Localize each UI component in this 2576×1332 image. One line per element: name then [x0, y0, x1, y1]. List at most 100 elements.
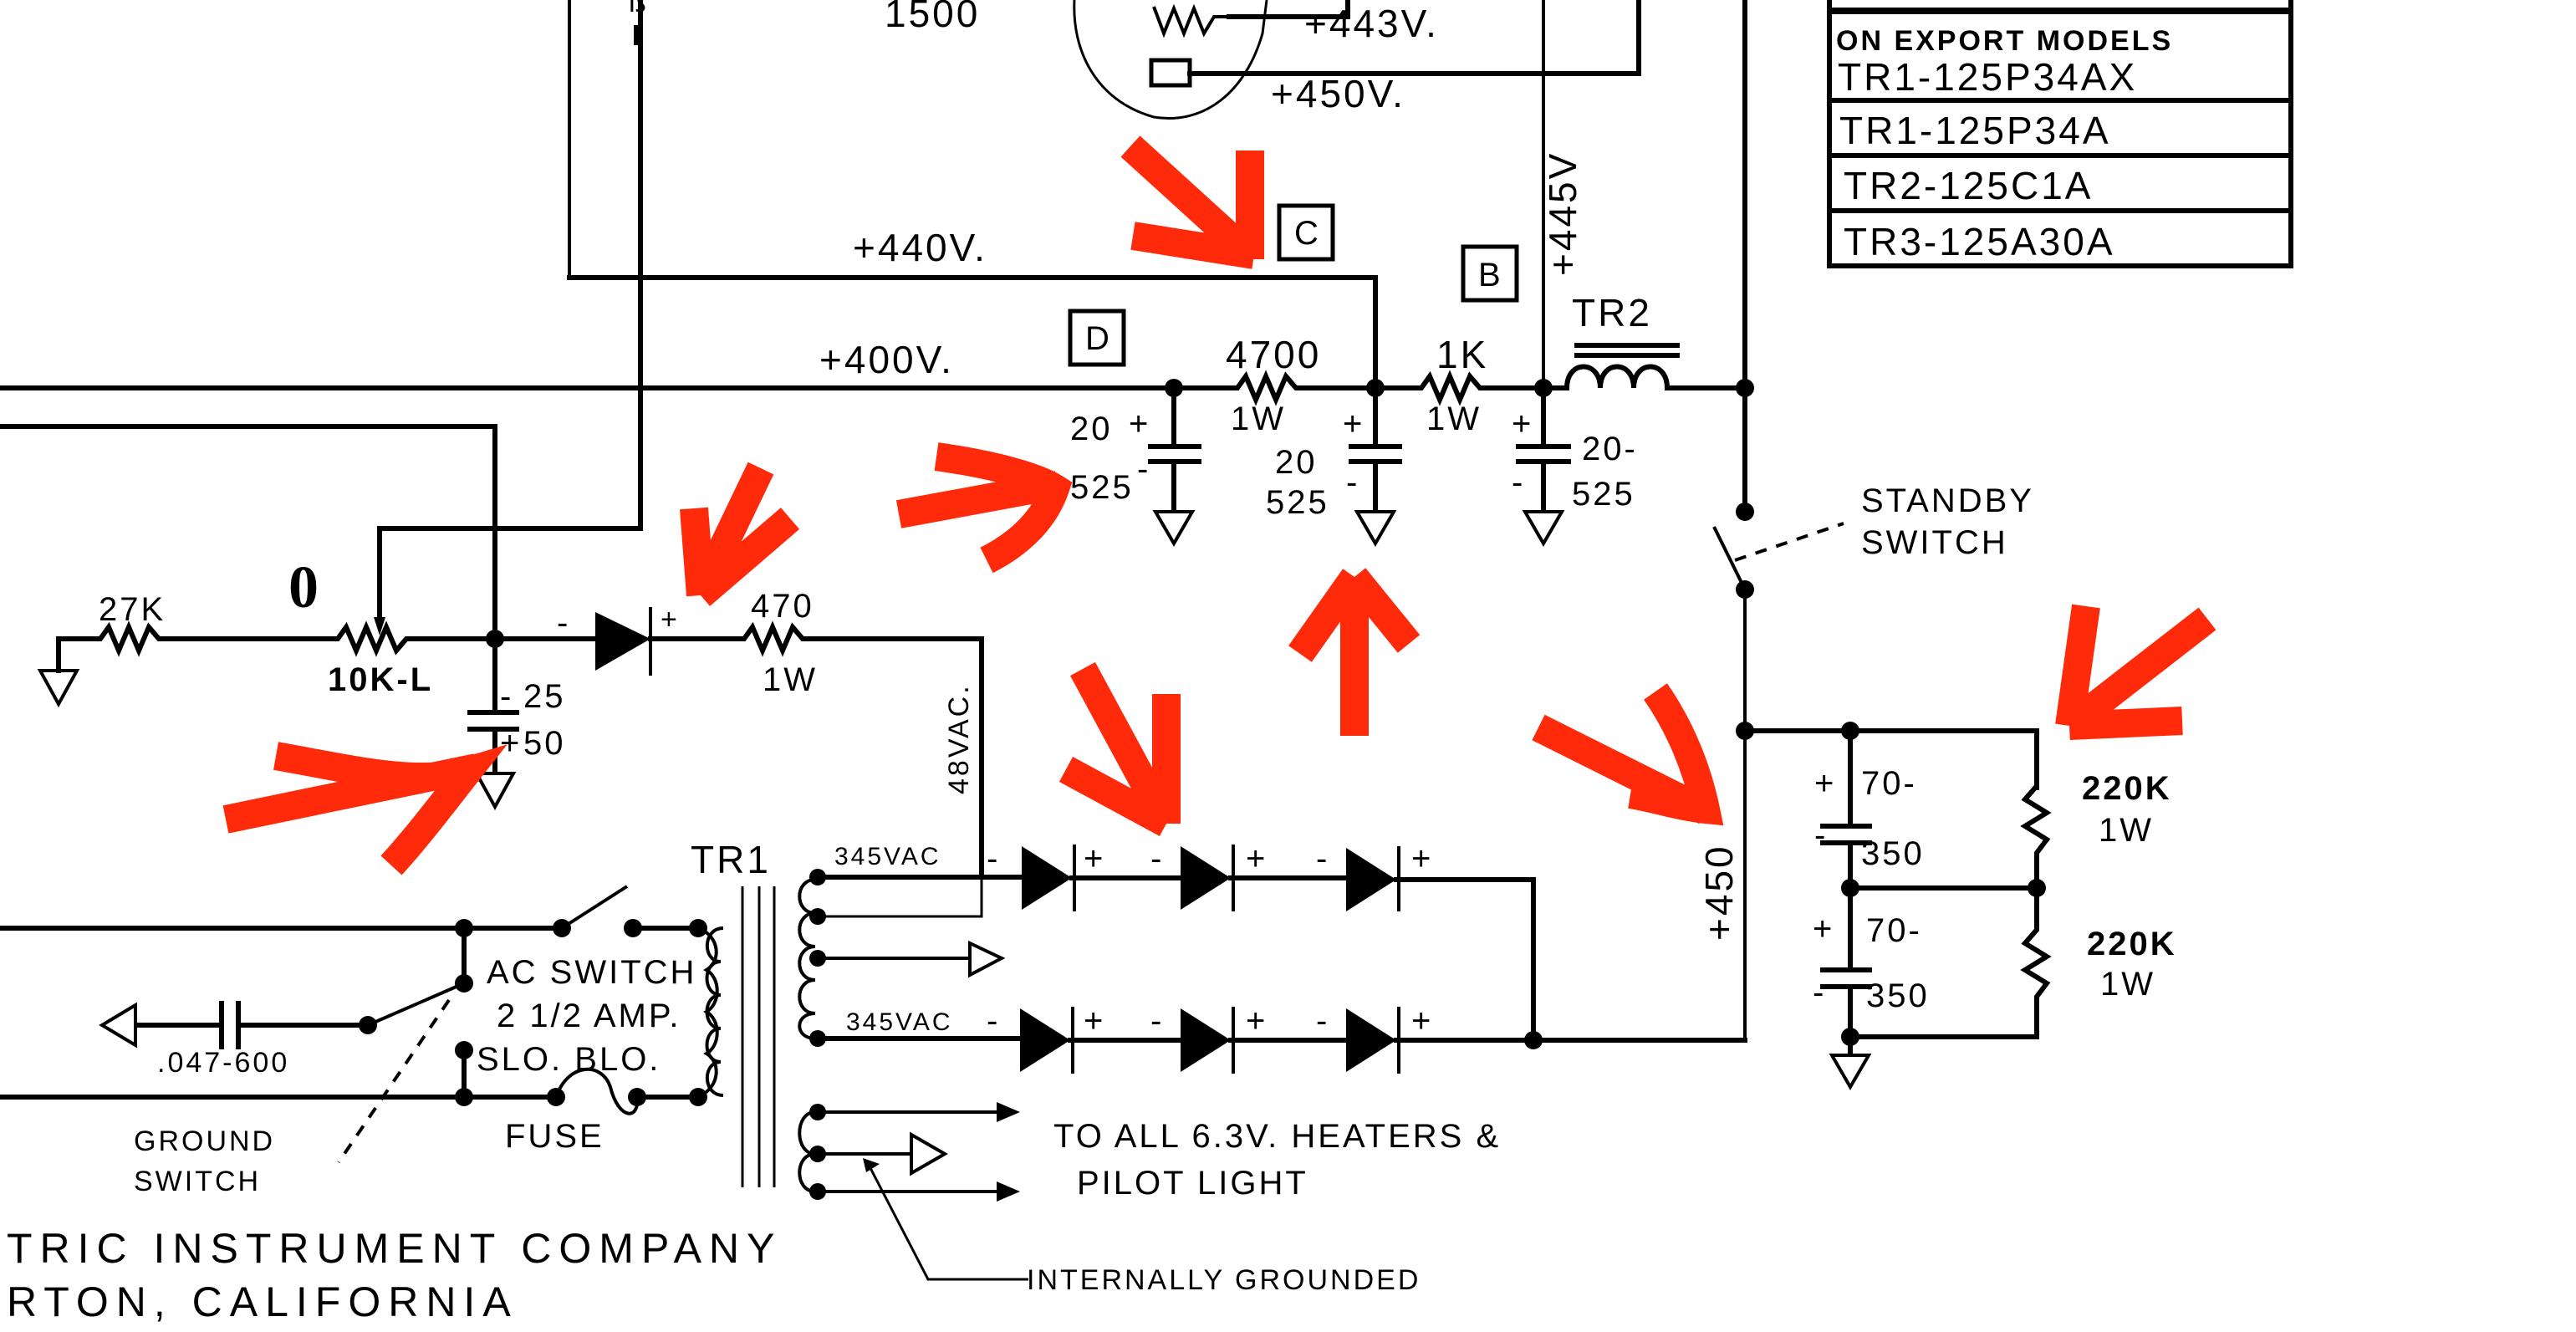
partial-label-top: ß — [629, 0, 649, 18]
resistor-1k — [1373, 370, 1546, 406]
heaters-label-2: PILOT LIGHT — [1077, 1165, 1308, 1202]
polarity-minus: - — [987, 840, 1000, 877]
standby-switch-label-2: SWITCH — [1861, 524, 2008, 561]
red-arrow-to-filter-capacitor-1 — [895, 442, 1073, 574]
ground-switch-blade — [367, 982, 465, 1027]
power-transformer-tr1: TR1 345VAC 345VAC TO ALL 6.3V. HEATERS & — [691, 838, 1498, 1296]
resistor-220k-1 — [2020, 779, 2052, 891]
ground-symbol — [1522, 510, 1565, 547]
polarity-plus: + — [500, 725, 522, 762]
fuse-type-label: SLO. BLO. — [477, 1041, 661, 1078]
ground-symbol — [1354, 510, 1397, 547]
bias-ac-voltage: 48VAC. — [943, 683, 975, 794]
red-arrow-to-bias-diode — [680, 462, 800, 606]
ground-symbol — [1829, 1054, 1872, 1090]
polarity-minus: - — [1814, 817, 1828, 854]
polarity-plus: + — [1512, 406, 1533, 442]
polarity-minus: - — [1150, 1003, 1164, 1039]
company-footer: TRIC INSTRUMENT COMPANY RTON, CALIFORNIA — [7, 1225, 782, 1325]
rectifier-diodes: - + - + - + - + - + - + — [815, 840, 1747, 1074]
resistor-470 — [648, 620, 984, 880]
leader-line — [868, 1166, 1028, 1281]
choke-tr2 — [1541, 364, 1747, 390]
filter-chain: +440V. C B D +400V. 4700 1W 1K 1W TR2 — [0, 203, 1754, 547]
polarity-minus: - — [1346, 464, 1359, 501]
potentiometer-10k — [298, 620, 497, 657]
junction-dot — [1524, 1031, 1543, 1049]
polarity-minus: - — [1150, 840, 1164, 877]
polarity-minus: - — [500, 678, 513, 715]
resistor-470-label: 470 — [751, 588, 814, 625]
diode-upper-3 — [1346, 846, 1400, 911]
red-arrow-to-450-node — [1532, 683, 1724, 826]
parts-table-header: ON EXPORT MODELS — [1836, 25, 2173, 57]
wire-bias-tap — [818, 877, 983, 918]
polarity-plus: + — [1411, 840, 1433, 877]
polarity-plus: + — [1246, 840, 1268, 877]
wire-pot-wiper — [377, 385, 643, 621]
filter-capacitor-2-value: 20 — [1275, 444, 1318, 481]
potentiometer-label: 10K-L — [328, 661, 433, 698]
switch-contact — [1736, 503, 1754, 521]
junction-dot — [1736, 379, 1754, 397]
tube-heater-element — [1152, 3, 1229, 38]
ground-switch-link-dashed — [337, 998, 451, 1164]
ground-switch-label-2: SWITCH — [134, 1166, 261, 1197]
polarity-minus: - — [1813, 974, 1826, 1011]
company-name: TRIC INSTRUMENT COMPANY — [7, 1225, 782, 1272]
output-capacitor-2-value: 70- — [1866, 912, 1922, 949]
resistor-4700-wattage: 1W — [1231, 401, 1286, 437]
ground-symbol — [99, 1002, 137, 1049]
switch-link-dashed — [1734, 522, 1844, 562]
filter-capacitor-1-voltage: 525 — [1070, 469, 1134, 506]
ac-primary-circuit: AC SWITCH 2 1/2 AMP. SLO. BLO. GROUND SW… — [0, 885, 719, 1197]
voltage-443: +443V. — [1304, 2, 1439, 45]
parts-table-row-2: TR1-125P34A — [1839, 109, 2111, 152]
parts-table: ON EXPORT MODELS TR1-125P34AX TR1-125P34… — [1827, 0, 2293, 268]
polarity-plus: + — [1084, 840, 1105, 877]
wire-450-plate — [1187, 0, 1641, 76]
test-point-c — [1277, 203, 1335, 262]
diode-lower-1 — [1020, 1007, 1074, 1074]
bias-supply: 0 27K 10K-L - 25 + 50 - + 470 1W 48VAC. — [0, 385, 984, 880]
output-capacitor-2-voltage: 350 — [1866, 977, 1930, 1014]
parts-table-row — [1827, 208, 2293, 268]
test-point-d-label: D — [1085, 320, 1112, 357]
bias-cap-value: 25 — [523, 678, 566, 715]
polarity-plus: + — [1084, 1003, 1105, 1039]
wire-upper-out — [1394, 877, 1536, 1041]
output-capacitor-bank: + 70- - 350 220K 1W + 70- - 350 220K 1W — [1736, 722, 2175, 1090]
junction-dot — [455, 1088, 473, 1106]
polarity-plus: + — [1343, 406, 1365, 442]
parts-table-row — [1827, 153, 2293, 213]
tr1-label: TR1 — [691, 838, 771, 881]
resistor-4700-label: 4700 — [1226, 333, 1321, 376]
switch-blade — [1712, 526, 1747, 590]
bias-diode — [595, 612, 650, 671]
red-arrow-to-resistor-220k — [2055, 604, 2216, 740]
filter-capacitor-2: + 20 525 - — [1266, 385, 1402, 547]
bias-cap-voltage: 50 — [523, 725, 566, 762]
filter-capacitor-3: + 20- - 525 — [1512, 385, 1638, 547]
ac-switch-blade — [560, 885, 629, 930]
polarity-minus: - — [557, 605, 570, 641]
resistor-27k-label: 27K — [99, 591, 166, 628]
wire-bias-left — [0, 424, 497, 641]
red-arrow-to-rectifier-diodes — [1058, 661, 1181, 836]
tick-mark — [634, 25, 640, 45]
standby-switch-label-1: STANDBY — [1861, 482, 2034, 519]
red-annotation-arrows — [222, 135, 2216, 875]
fuse-rating-label: 2 1/2 AMP. — [497, 998, 681, 1034]
diode-lower-2 — [1181, 1007, 1235, 1074]
polarity-plus: + — [1246, 1003, 1268, 1039]
parts-table-row-4: TR3-125A30A — [1844, 220, 2115, 263]
filter-capacitor-3-value: 20- — [1582, 431, 1638, 467]
voltage-440: +440V. — [853, 226, 987, 269]
internally-grounded-label: INTERNALLY GROUNDED — [1027, 1264, 1421, 1296]
filter-capacitor-1: 20 + 525 - — [1070, 385, 1201, 547]
resistor-220k-2 — [1848, 885, 2052, 1039]
heater-arrow — [997, 1102, 1020, 1122]
polarity-plus: + — [1813, 911, 1834, 947]
output-capacitor-1-voltage: 350 — [1861, 835, 1925, 872]
polarity-minus: - — [1316, 840, 1329, 877]
